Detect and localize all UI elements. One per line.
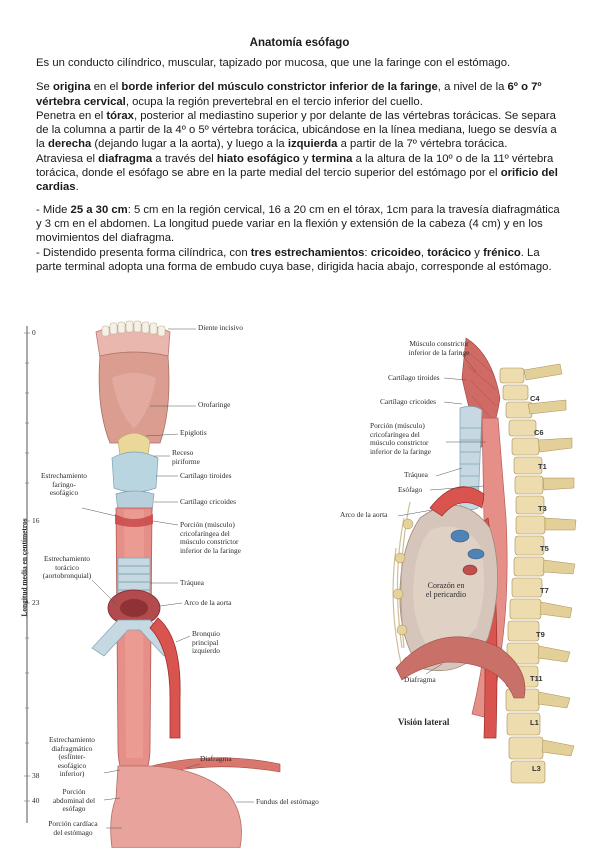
label-porcion-right: Porción (músculo) cricofaríngea del músc… <box>370 421 431 456</box>
label-esofago-right: Esófago <box>398 485 423 494</box>
paragraph-definition: Es un conducto cilíndrico, muscular, tap… <box>36 57 511 69</box>
label-porcion-cricofaringea: Porción (músculo) cricofaríngea del músc… <box>180 520 241 555</box>
vertebra-label: T9 <box>536 630 545 639</box>
label-corazon: Corazón en el pericardio <box>425 581 467 599</box>
tick-label: 0 <box>32 328 36 337</box>
paragraph-diaphragm: Atraviesa el diafragma a través del hiat… <box>36 152 558 194</box>
paragraph-thorax: Penetra en el tórax, posterior al medias… <box>36 109 557 151</box>
label-estrechamiento-toracico: Estrechamiento torácico (aortobronquial) <box>42 554 92 581</box>
vertebra-label: T3 <box>538 504 547 513</box>
label-traquea: Tráquea <box>180 578 204 587</box>
label-fundus: Fundus del estómago <box>256 797 319 806</box>
label-bronquio: Bronquio principal izquierdo <box>192 629 220 656</box>
anatomy-figure: Longitud media en centímetros 0 16 23 38… <box>0 318 599 848</box>
vertebra-label: C6 <box>534 428 544 437</box>
label-receso-piriforme: Receso piriforme <box>172 448 200 466</box>
vertebra-label: T1 <box>538 462 547 471</box>
label-diente-incisivo: Diente incisivo <box>198 323 243 332</box>
label-orofaringe: Orofaringe <box>198 400 231 409</box>
label-arco-aorta: Arco de la aorta <box>184 598 232 607</box>
label-cartilago-cricoides-right: Cartílago cricoides <box>380 397 437 406</box>
axis-title-length: Longitud media en centímetros <box>19 518 29 617</box>
tick-label: 38 <box>32 771 40 780</box>
document-body: Es un conducto cilíndrico, muscular, tap… <box>36 56 566 274</box>
label-musculo-constrictor: Músculo constrictor inferior de la farin… <box>408 339 470 357</box>
paragraph-length: - Mide 25 a 30 cm: 5 cm en la región cer… <box>36 203 560 245</box>
label-estrechamiento-diafragmatico: Estrechamiento diafragmático (esfínter- … <box>49 735 95 779</box>
label-traquea-right: Tráquea <box>404 470 428 479</box>
document-title: Anatomía esófago <box>249 37 350 49</box>
label-cartilago-tiroides: Cartílago tiroides <box>180 471 232 480</box>
label-porcion-cardiaca: Porción cardíaca del estómago <box>48 819 98 837</box>
tick-label: 40 <box>32 796 40 805</box>
vertebra-label: C4 <box>530 394 540 403</box>
tick-label: 23 <box>32 598 40 607</box>
anatomy-illustration <box>24 320 577 848</box>
label-arco-aorta-right: Arco de la aorta <box>340 510 388 519</box>
paragraph-origin: Se origina en el borde inferior del músc… <box>36 81 542 108</box>
vertebra-label: T7 <box>540 586 549 595</box>
vertebra-label: T5 <box>540 544 549 553</box>
label-diafragma-left: Diafragma <box>200 754 232 763</box>
view-title: Visión lateral <box>398 717 450 727</box>
tick-label: 16 <box>32 516 40 525</box>
vertebra-label: T11 <box>530 674 543 683</box>
label-estrechamiento-faringo: Estrechamiento faringo- esofágico <box>41 471 87 498</box>
paragraph-shape: - Distendido presenta forma cilíndrica, … <box>36 246 552 273</box>
label-porcion-abdominal: Porción abdominal del esófago <box>52 787 96 814</box>
label-cartilago-tiroides-right: Cartílago tiroides <box>388 373 440 382</box>
label-cartilago-cricoides: Cartílago cricoides <box>180 497 237 506</box>
vertebra-label: L3 <box>532 764 541 773</box>
vertebra-label: L1 <box>530 718 539 727</box>
label-diafragma-right: Diafragma <box>404 675 436 684</box>
label-epiglotis: Epiglotis <box>180 428 207 437</box>
